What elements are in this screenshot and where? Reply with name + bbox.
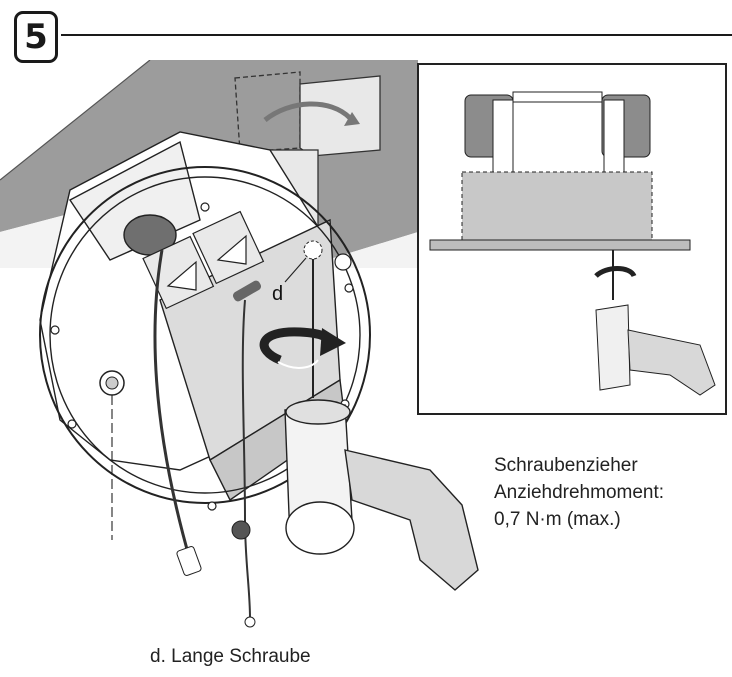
spec-torque-value: 0,7 N·m (max.) (494, 509, 621, 530)
screwdriver-icon (284, 399, 479, 591)
ring-holes (50, 202, 354, 511)
cable (153, 249, 192, 561)
caption-text: Lange Schraube (171, 646, 311, 667)
caption-key: d. (150, 646, 166, 667)
step-badge: 5 (14, 11, 58, 63)
installation-illustration: d (0, 60, 727, 628)
torque-spec: Schraubenzieher Anziehdrehmoment: 0,7 N·… (494, 452, 724, 533)
safety-wire (241, 299, 251, 619)
callout-leader (284, 257, 307, 283)
lens-markers (142, 210, 265, 310)
callout-label-d: d (272, 283, 283, 305)
spec-torque-label: Anziehdrehmoment: (494, 482, 665, 503)
caption: d. Lange Schraube (150, 646, 311, 668)
bracket-rotation-arrow-icon (263, 101, 352, 122)
spec-tool: Schraubenzieher (494, 455, 638, 476)
inset-diagram (417, 63, 727, 415)
mounting-ring (39, 166, 371, 504)
step-number: 5 (24, 17, 48, 57)
long-screw (303, 240, 323, 260)
step-rule (61, 34, 732, 36)
